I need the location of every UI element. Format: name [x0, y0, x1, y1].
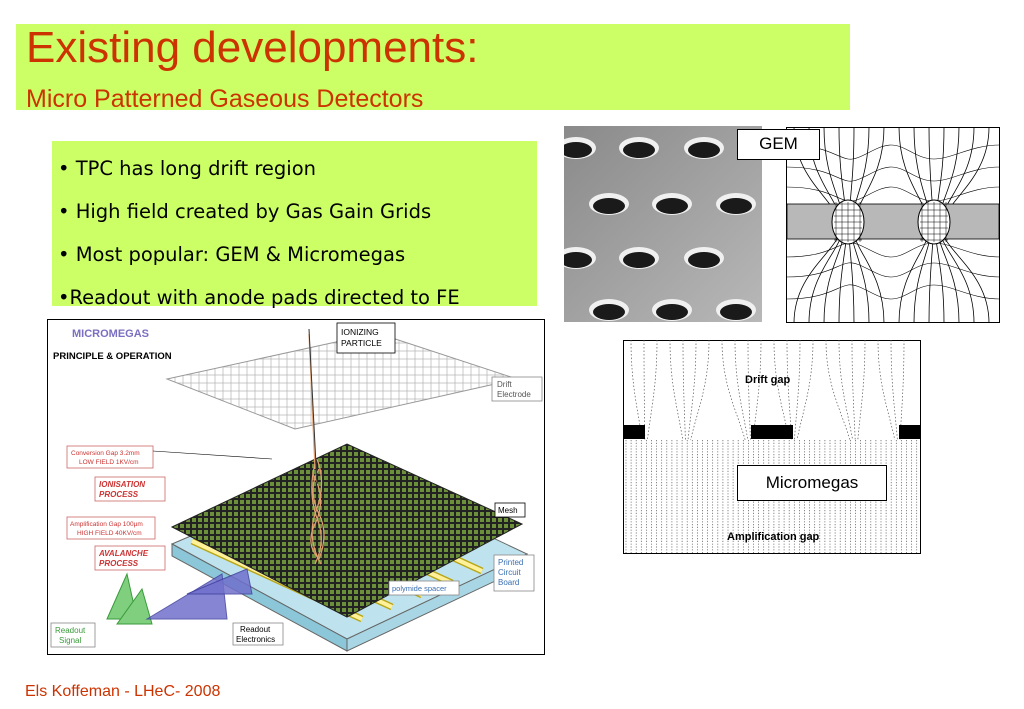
- gem-label: GEM: [737, 129, 820, 160]
- slide-subtitle: Micro Patterned Gaseous Detectors: [26, 85, 424, 113]
- spacer-label: polymide spacer: [392, 584, 447, 593]
- diagram-heading: PRINCIPLE & OPERATION: [53, 351, 172, 362]
- readout-electronics-label-2: Electronics: [236, 635, 275, 644]
- bullet-item: • Most popular: GEM & Micromegas: [58, 243, 406, 266]
- drift-label-2: Electrode: [497, 390, 531, 399]
- gem-field-diagram: [786, 127, 1000, 323]
- high-field-label: HIGH FIELD 40KV/cm: [77, 530, 142, 537]
- readout-signal-label-2: Signal: [59, 636, 81, 645]
- avalanche-label-1: AVALANCHE: [98, 549, 149, 558]
- micromegas-principle-diagram: MICROMEGAS PRINCIPLE & OPERATION IONIZ: [47, 319, 545, 655]
- drift-label-1: Drift: [497, 380, 512, 389]
- micromegas-label: Micromegas: [737, 465, 887, 501]
- pcb-label-2: Circuit: [498, 568, 521, 577]
- avalanche-label-2: PROCESS: [99, 559, 139, 568]
- pcb-label-1: Printed: [498, 558, 523, 567]
- ionisation-label-1: IONISATION: [99, 480, 145, 489]
- bullet-item: • TPC has long drift region: [58, 157, 316, 180]
- pcb-label-3: Board: [498, 578, 519, 587]
- ionizing-label-1: IONIZING: [341, 327, 379, 337]
- ionisation-label-2: PROCESS: [99, 490, 139, 499]
- footer-credit: Els Koffeman - LHeC- 2008: [25, 683, 221, 700]
- readout-signal-label-1: Readout: [55, 626, 86, 635]
- amplification-gap-label: Amplification Gap 100µm: [70, 521, 143, 528]
- amplification-gap-label: Amplification gap: [727, 531, 820, 543]
- diagram-brand: MICROMEGAS: [72, 328, 149, 340]
- title-banner: [16, 24, 850, 110]
- drift-gap-label: Drift gap: [745, 374, 791, 386]
- slide-title: Existing developments:: [26, 23, 479, 72]
- bullet-item: • High field created by Gas Gain Grids: [58, 200, 432, 223]
- low-field-label: LOW FIELD 1KV/cm: [79, 459, 139, 466]
- readout-electronics-label-1: Readout: [240, 625, 271, 634]
- gem-micrograph: [564, 126, 762, 322]
- bullet-item: •Readout with anode pads directed to FE: [58, 286, 460, 309]
- micromegas-field-plot: Drift gap Amplification gap: [623, 340, 921, 554]
- bullet-list: • TPC has long drift region • High field…: [52, 141, 537, 309]
- mesh-label: Mesh: [498, 506, 518, 515]
- ionizing-label-2: PARTICLE: [341, 338, 382, 348]
- conversion-gap-label: Conversion Gap 3.2mm: [71, 450, 140, 457]
